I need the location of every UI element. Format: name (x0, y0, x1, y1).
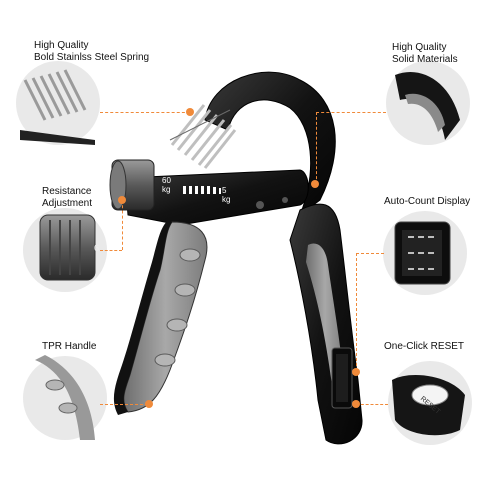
spring-marker (186, 108, 194, 116)
left-handle (123, 221, 208, 413)
inset-spring-circle (16, 61, 100, 145)
inset-knob-circle (23, 208, 107, 292)
inset-display-circle (383, 211, 467, 295)
display-leader-line (356, 253, 384, 254)
display-marker (352, 368, 360, 376)
tpr-marker (145, 400, 153, 408)
gripper-top-loop (204, 71, 336, 217)
reset-label: One-Click RESET (384, 341, 465, 352)
inset-reset-circle (388, 361, 472, 445)
materials-leader-line (316, 112, 386, 113)
auto-count-label: Auto-Count Display (384, 196, 471, 207)
materials-marker (311, 180, 319, 188)
spring-leader-line (100, 112, 190, 113)
inset-tpr-circle (23, 355, 107, 440)
steel-spring (170, 104, 237, 169)
knob-number: 6 (94, 243, 100, 253)
tpr-leader-line (100, 404, 148, 405)
reset-leader-line (356, 404, 388, 405)
tpr-label: TPR Handle (42, 341, 97, 352)
resistance-leader-line (100, 250, 122, 251)
reset-marker (352, 400, 360, 408)
inset-materials-circle (386, 61, 470, 145)
gripper-beam (124, 169, 309, 226)
resistance-marker (118, 196, 126, 204)
